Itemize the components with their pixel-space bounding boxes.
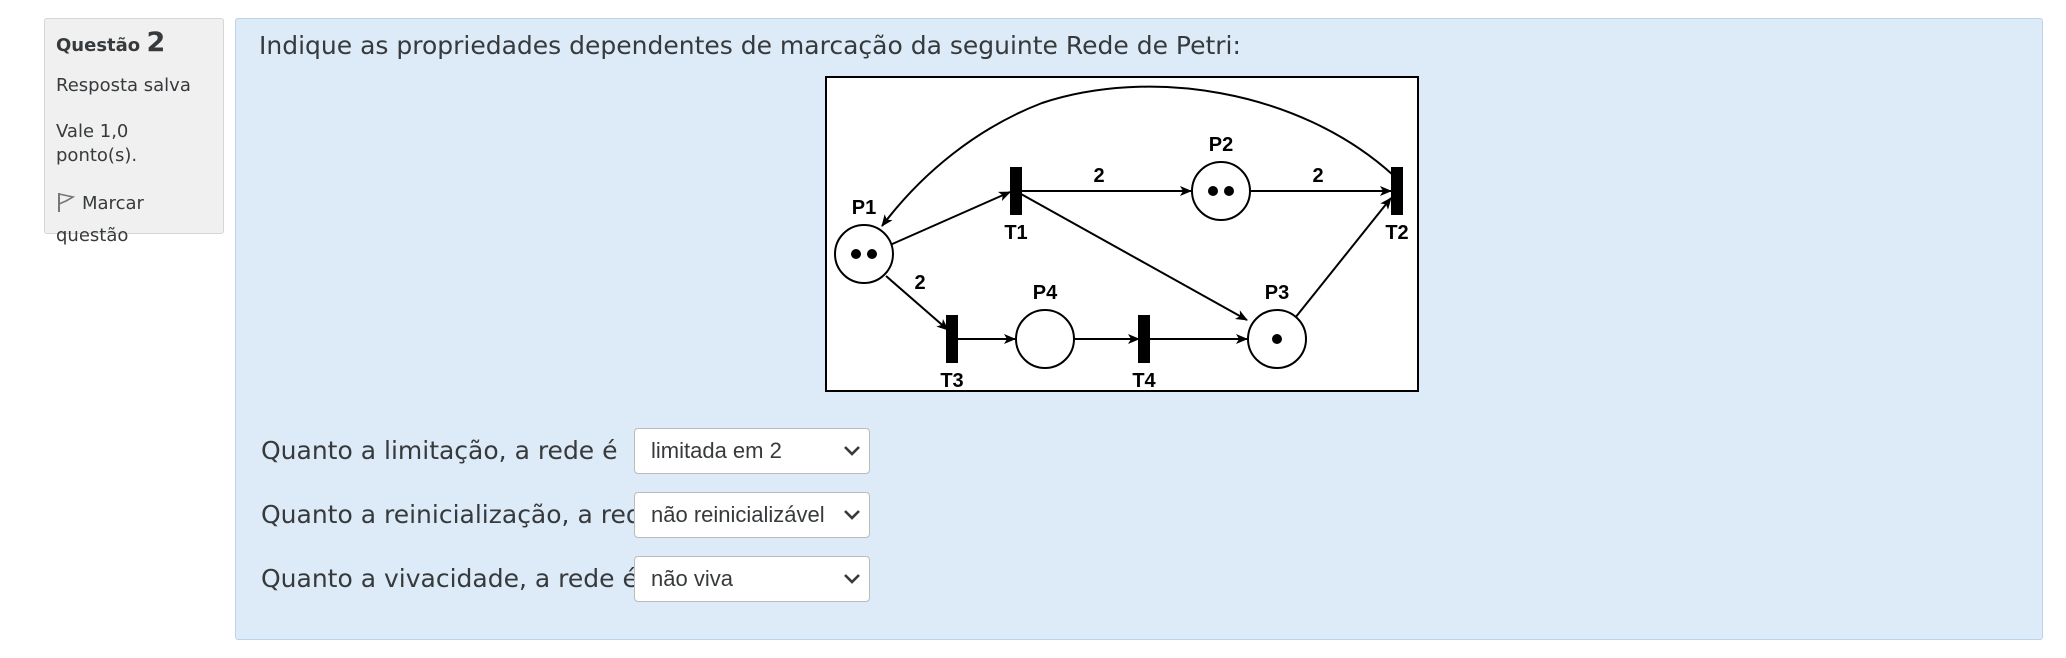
- place-p2-label: P2: [1209, 134, 1233, 156]
- limitation-select[interactable]: limitada em 2: [634, 428, 870, 474]
- arc-p1-t3: [885, 275, 949, 331]
- reinitialization-select-value: não reinicializável: [651, 502, 825, 527]
- place-p4-label: P4: [1033, 282, 1058, 304]
- question-text: Indique as propriedades dependentes de m…: [259, 31, 1241, 60]
- transition-t2: T2: [1385, 167, 1409, 244]
- question-state: Resposta salva: [56, 75, 191, 96]
- place-p4: P4: [1015, 282, 1075, 369]
- place-p1: P1: [834, 197, 894, 284]
- weight-p2-t2: 2: [1312, 165, 1323, 187]
- flag-question-label: Marcar: [82, 193, 144, 214]
- transition-t3: T3: [940, 315, 964, 392]
- question-info-panel: Questão 2 Resposta salva Vale 1,0 ponto(…: [44, 18, 224, 246]
- weight-t1-p2: 2: [1093, 165, 1104, 187]
- place-p1-label: P1: [852, 197, 876, 219]
- transition-t4: T4: [1132, 315, 1157, 392]
- question-content: Indique as propriedades dependentes de m…: [235, 18, 2043, 640]
- arc-p3-t2: [1294, 197, 1392, 319]
- question-number: Questão 2: [56, 29, 212, 60]
- weight-p1-t3: 2: [914, 272, 925, 294]
- liveness-select[interactable]: não viva: [634, 556, 870, 602]
- transition-t2-label: T2: [1385, 222, 1408, 244]
- transition-t1-label: T1: [1004, 222, 1027, 244]
- petri-net-svg: 2 2 2 P1 P2 P3 P4: [834, 85, 1409, 392]
- reinitialization-select[interactable]: não reinicializável: [634, 492, 870, 538]
- answer-label-reinitialization: Quanto a reinicialização, a rede é: [261, 500, 681, 529]
- petri-net-diagram: 2 2 2 P1 P2 P3 P4: [825, 76, 1419, 392]
- transition-t3-label: T3: [940, 370, 963, 390]
- arc-t2-p1: [881, 85, 1394, 227]
- transition-t4-label: T4: [1132, 370, 1156, 390]
- flag-icon: [58, 193, 76, 212]
- chevron-down-icon: [844, 510, 860, 520]
- chevron-down-icon: [844, 446, 860, 456]
- answer-label-limitation: Quanto a limitação, a rede é: [261, 436, 618, 465]
- question-grade: Vale 1,0 ponto(s).: [56, 121, 138, 166]
- flag-question-link[interactable]: Marcar questão: [56, 188, 212, 252]
- place-p2: P2: [1191, 134, 1251, 221]
- question-number-value: 2: [146, 27, 166, 58]
- transition-t1: T1: [1004, 167, 1028, 244]
- liveness-select-value: não viva: [651, 566, 733, 591]
- chevron-down-icon: [844, 574, 860, 584]
- place-p3-label: P3: [1265, 282, 1289, 304]
- answer-label-liveness: Quanto a vivacidade, a rede é: [261, 564, 638, 593]
- arc-t1-p3: [1020, 193, 1248, 321]
- limitation-select-value: limitada em 2: [651, 438, 782, 463]
- question-prefix: Questão: [56, 35, 141, 56]
- arc-p1-t1: [889, 191, 1011, 246]
- flag-question-label-2: questão: [56, 225, 129, 246]
- place-p3: P3: [1247, 282, 1307, 369]
